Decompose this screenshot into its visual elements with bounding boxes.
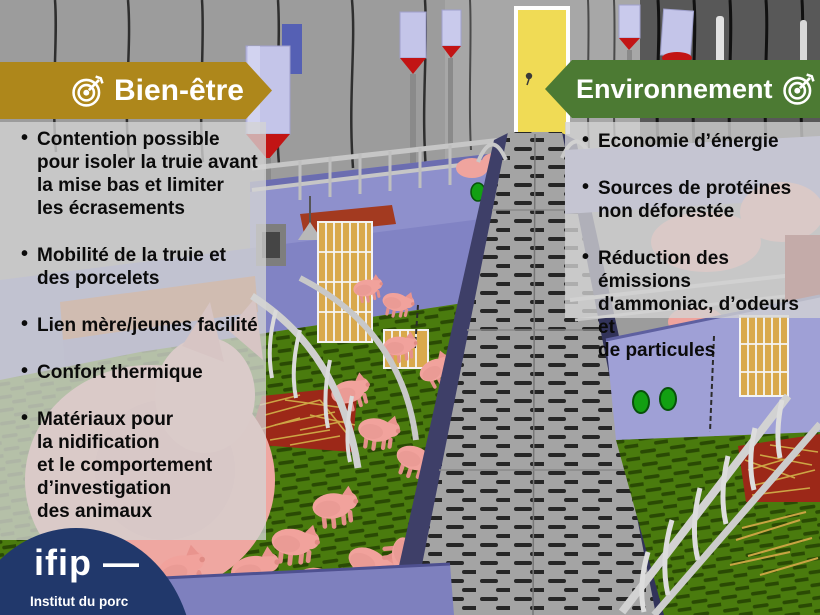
crate-hoop <box>476 142 508 163</box>
bullet-item: Mobilité de la truie et des porcelets <box>20 243 262 290</box>
environment-bullet-list: Economie d’énergieSources de protéines n… <box>581 129 816 362</box>
bullet-item: Réduction des émissions d'ammoniac, d’od… <box>581 246 816 362</box>
drinker-bowl <box>632 390 650 414</box>
bullet-item: Sources de protéines non déforestée <box>581 176 816 223</box>
target-dart-icon <box>72 74 104 107</box>
target-dart-icon <box>782 73 815 105</box>
bullet-item: Contention possible pour isoler la truie… <box>20 127 262 220</box>
left-pen-rails <box>250 275 419 469</box>
wellbeing-banner-label: Bien-être <box>113 73 244 107</box>
yellow-door <box>514 6 570 134</box>
bullet-item: Economie d’énergie <box>581 129 816 153</box>
environment-banner-label: Environnement <box>576 73 773 104</box>
ifip-logo-brand: ifip — <box>34 542 140 583</box>
environment-banner: Environnement <box>545 60 820 118</box>
light-tube <box>800 20 807 66</box>
wellbeing-banner: Bien-être <box>0 62 272 119</box>
feed-dispensers <box>245 4 695 198</box>
ifip-logo-subtitle: Institut du porc <box>30 594 129 609</box>
heat-lamp <box>298 222 322 240</box>
bullet-item: Lien mère/jeunes facilité <box>20 313 262 337</box>
door-knob <box>525 72 533 80</box>
wellbeing-bullet-list: Contention possible pour isoler la truie… <box>20 127 262 523</box>
light-tube <box>716 16 724 66</box>
drinker-bowl <box>659 387 677 411</box>
bullet-item: Matériaux pour la nidification et le com… <box>20 407 262 523</box>
right-pen-rails <box>618 393 820 615</box>
bullet-item: Confort thermique <box>20 360 262 384</box>
walkway-curb <box>388 132 510 615</box>
wellbeing-panel: Contention possible pour isoler la truie… <box>0 122 266 540</box>
environment-panel: Economie d’énergieSources de protéines n… <box>565 122 820 361</box>
